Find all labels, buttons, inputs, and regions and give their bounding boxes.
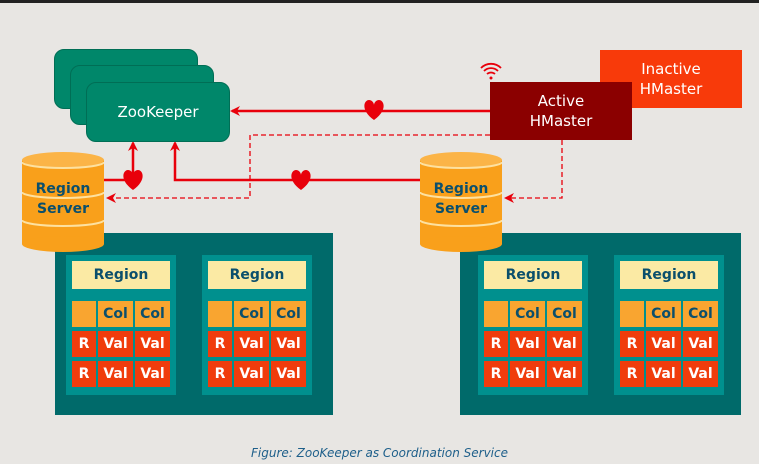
value-cell: Val (234, 361, 269, 387)
value-cell: Val (135, 361, 170, 387)
value-cell: Val (98, 331, 133, 357)
value-cell: Val (510, 361, 545, 387)
row-key-cell: R (620, 361, 644, 387)
region-server-1-line1: Region (35, 181, 91, 197)
wifi-icon (480, 62, 502, 80)
heart-icon (364, 100, 384, 120)
inactive-hmaster-line2: HMaster (639, 80, 703, 98)
column-header-cell: Col (510, 301, 545, 327)
header-corner-cell (484, 301, 508, 327)
value-cell: Val (646, 331, 681, 357)
row-key-cell: R (620, 331, 644, 357)
value-cell: Val (683, 361, 718, 387)
value-cell: Val (135, 331, 170, 357)
zookeeper-node[interactable]: ZooKeeper (86, 82, 230, 142)
region-title: Region (620, 261, 718, 289)
top-border (0, 0, 759, 3)
value-cell: Val (646, 361, 681, 387)
region-server-1[interactable]: Region Server (21, 152, 105, 252)
column-header-cell: Col (646, 301, 681, 327)
zookeeper-label: ZooKeeper (117, 103, 199, 121)
row-key-cell: R (208, 331, 232, 357)
region-server-2-line1: Region (433, 181, 489, 197)
region-server-1-line2: Server (36, 201, 89, 217)
column-header-cell: Col (547, 301, 582, 327)
value-cell: Val (510, 331, 545, 357)
heart-icon (123, 170, 143, 190)
active-hmaster[interactable]: Active HMaster (490, 82, 632, 140)
value-cell: Val (271, 361, 306, 387)
header-corner-cell (620, 301, 644, 327)
value-cell: Val (683, 331, 718, 357)
column-header-cell: Col (98, 301, 133, 327)
database-cylinder-icon (21, 152, 105, 252)
value-cell: Val (98, 361, 133, 387)
inactive-hmaster-line1: Inactive (641, 60, 701, 78)
region-title: Region (484, 261, 582, 289)
header-corner-cell (72, 301, 96, 327)
active-hmaster-line1: Active (537, 92, 585, 110)
active-hmaster-line2: HMaster (529, 112, 593, 130)
row-key-cell: R (208, 361, 232, 387)
database-cylinder-icon (419, 152, 503, 252)
column-header-cell: Col (683, 301, 718, 327)
column-header-cell: Col (135, 301, 170, 327)
hmaster-to-rs1-dashed (106, 134, 490, 203)
region-title: Region (208, 261, 306, 289)
row-key-cell: R (484, 361, 508, 387)
row-key-cell: R (72, 361, 96, 387)
region-server-2[interactable]: Region Server (419, 152, 503, 252)
column-header-cell: Col (271, 301, 306, 327)
hmaster-to-rs2-dashed (504, 140, 563, 203)
value-cell: Val (547, 331, 582, 357)
value-cell: Val (234, 331, 269, 357)
column-header-cell: Col (234, 301, 269, 327)
value-cell: Val (547, 361, 582, 387)
region-title: Region (72, 261, 170, 289)
heart-icon (291, 170, 311, 190)
rs2-to-zookeeper-line (170, 141, 420, 182)
row-key-cell: R (484, 331, 508, 357)
figure-caption: Figure: ZooKeeper as Coordination Servic… (251, 446, 508, 460)
region-server-2-line2: Server (434, 201, 487, 217)
header-corner-cell (208, 301, 232, 327)
value-cell: Val (271, 331, 306, 357)
row-key-cell: R (72, 331, 96, 357)
